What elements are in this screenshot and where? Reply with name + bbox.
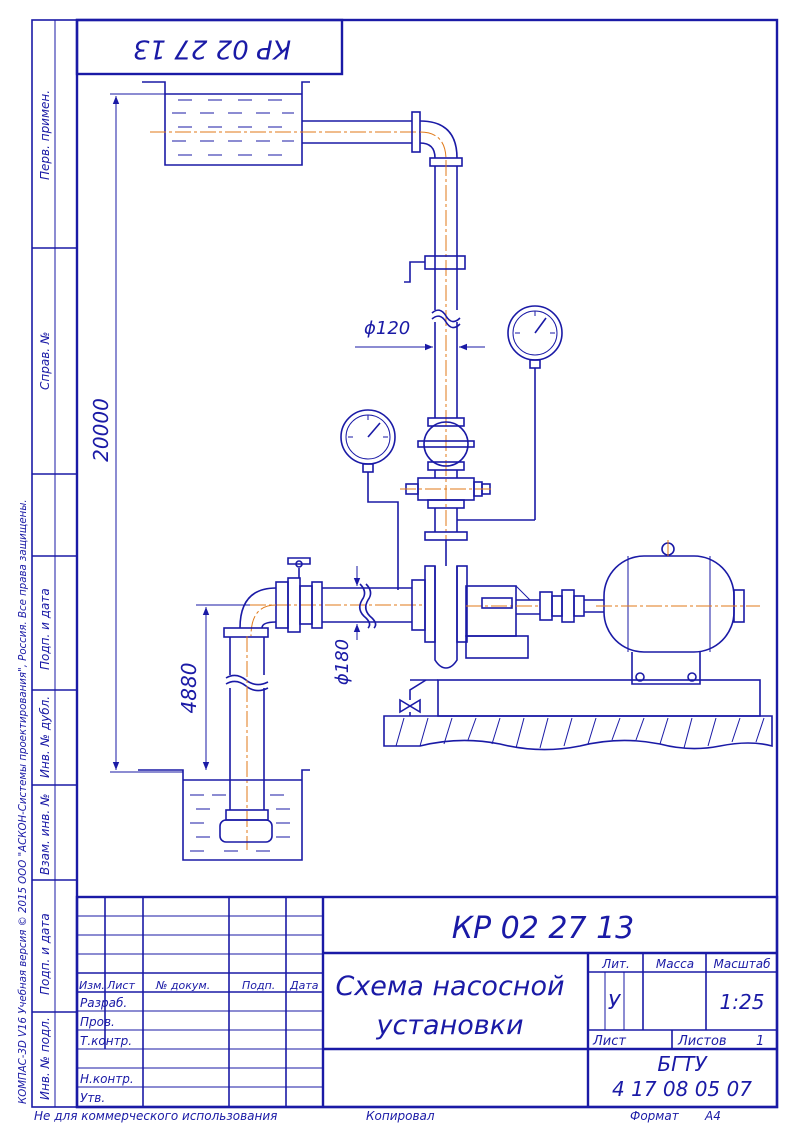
col-header-doc: № докум. <box>155 979 210 992</box>
org-line-1: БГТУ <box>657 1052 708 1076</box>
dimension-suction-diameter: ϕ180 <box>332 566 361 685</box>
code-box-rotated: КР 02 27 13 <box>75 18 344 76</box>
title-line-1: Схема насосной <box>335 971 564 1002</box>
mass-label: Масса <box>656 957 694 971</box>
scale-value: 1:25 <box>720 990 765 1014</box>
pressure-gauge-right-icon <box>457 305 563 521</box>
dimension-total-height: 20000 <box>89 93 183 773</box>
total-height-value: 20000 <box>89 398 113 462</box>
col-header-data: Дата <box>289 979 319 992</box>
dimension-discharge-diameter: ϕ120 <box>355 318 485 351</box>
podp-data-label-2: Подп. и дата <box>38 913 52 995</box>
sheets-label: Листов <box>677 1034 727 1049</box>
suction-pipe <box>219 557 426 850</box>
title-line-2: установки <box>375 1010 523 1041</box>
role-nkontr: Н.контр. <box>80 1072 134 1086</box>
col-header-izm: Изм. <box>79 979 105 992</box>
discharge-diameter-value: ϕ120 <box>364 318 410 339</box>
upper-tank <box>142 81 310 166</box>
suction-height-value: 4880 <box>177 663 201 714</box>
noncommercial-note: Не для коммерческого использования <box>34 1109 277 1123</box>
col-header-podp: Подп. <box>242 979 275 992</box>
podp-data-label-1: Подп. и дата <box>38 588 52 670</box>
format-value: А4 <box>704 1109 721 1123</box>
sheet-label: Лист <box>592 1034 626 1049</box>
title-block <box>75 895 779 1109</box>
pump <box>424 540 604 669</box>
pressure-gauge-left-icon <box>340 409 399 590</box>
role-razrab: Разраб. <box>80 996 127 1010</box>
role-utv: Утв. <box>80 1091 105 1105</box>
suction-diameter-value: ϕ180 <box>332 639 353 685</box>
dimension-suction-height: 4880 <box>177 604 250 770</box>
copyright-text: КОМПАС-3D V16 Учебная версия © 2015 ООО … <box>17 499 29 1104</box>
perv-primen-label: Перв. примен. <box>38 90 52 180</box>
format-label: Формат <box>630 1109 680 1123</box>
lower-tank <box>138 769 310 861</box>
discharge-pipe <box>150 111 492 541</box>
sheets-value: 1 <box>756 1034 764 1049</box>
foundation <box>383 679 773 751</box>
role-tkontr: Т.контр. <box>80 1034 132 1048</box>
left-strip: Перв. примен. Справ. № Подп. и дата Инв.… <box>17 90 52 1104</box>
electric-motor <box>596 540 760 685</box>
org-line-2: 4 17 08 05 07 <box>612 1077 752 1101</box>
col-header-list: Лист <box>106 979 135 992</box>
role-prov: Пров. <box>80 1015 115 1029</box>
sprav-no-label: Справ. № <box>38 332 52 390</box>
inv-dubl-label: Инв. № дубл. <box>38 696 52 778</box>
title-block-code: КР 02 27 13 <box>452 911 635 946</box>
inv-podl-label: Инв. № подл. <box>38 1017 52 1100</box>
scale-label: Масштаб <box>713 957 771 971</box>
lit-value: У <box>608 990 622 1014</box>
lit-label: Лит. <box>601 957 630 971</box>
vzam-inv-label: Взам. инв. № <box>38 794 52 875</box>
rotated-code: КР 02 27 13 <box>133 34 291 64</box>
copied-label: Копировал <box>366 1109 435 1123</box>
